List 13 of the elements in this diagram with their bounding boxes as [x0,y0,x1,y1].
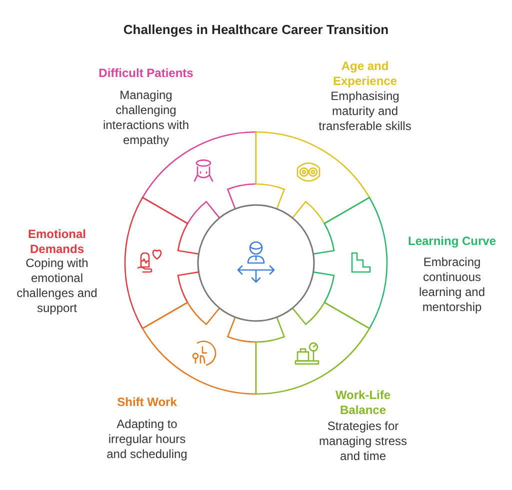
segment-heading: Age and Experience [332,59,398,89]
diagram-title: Challenges in Healthcare Career Transition [122,22,390,37]
segment-description: Emphasising maturity and transferable skills [318,89,412,134]
segment-description: Managing challenging interactions with empathy [102,88,190,148]
segment-description: Adapting to irregular hours and scheduling [106,417,188,462]
segment-heading: Emotional Demands [26,227,87,257]
segment-heading: Difficult Patients [98,66,194,81]
segment-heading: Learning Curve [406,234,498,249]
segment-heading: Shift Work [116,395,178,410]
segment-description: Strategies for managing stress and time [318,419,408,464]
segment-description: Coping with emotional challenges and support [16,256,98,316]
segment-heading: Work-Life Balance [334,388,392,418]
segment-description: Embracing continuous learning and mentorship [418,255,486,315]
